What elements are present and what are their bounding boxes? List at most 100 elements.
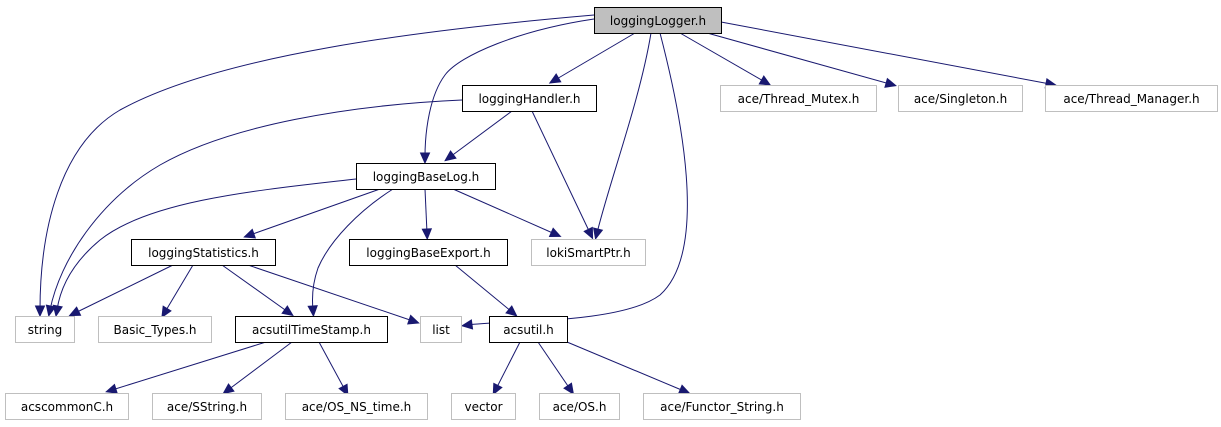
edge-line — [554, 32, 636, 81]
node-label: ace/OS_NS_time.h — [302, 400, 412, 414]
node-loggingBaseLog[interactable]: loggingBaseLog.h — [356, 163, 496, 190]
node-acscommonC: acscommonC.h — [5, 393, 129, 420]
arrowhead-icon — [419, 152, 431, 165]
node-label: ace/SString.h — [167, 400, 247, 414]
node-singleton: ace/Singleton.h — [898, 85, 1023, 112]
edge-line — [531, 110, 591, 234]
edge-loggingHandler-to-lokiSmartPtr — [531, 110, 594, 240]
edge-loggingBaseLog-to-acsutilTimeStamp — [307, 188, 394, 318]
node-box[interactable] — [235, 316, 388, 343]
arrowhead-icon — [421, 228, 433, 241]
node-threadManager: ace/Thread_Manager.h — [1045, 85, 1218, 112]
edge-loggingLogger-to-singleton — [699, 30, 897, 88]
node-label: list — [432, 323, 450, 337]
node-label: ace/Singleton.h — [914, 92, 1007, 106]
edge-line — [596, 32, 652, 234]
node-lokiSmartPtr: lokiSmartPtr.h — [531, 239, 646, 266]
node-label: ace/Functor_String.h — [660, 400, 784, 414]
edge-loggingLogger-to-string — [34, 14, 595, 318]
node-box — [451, 393, 516, 420]
edge-line — [699, 30, 891, 85]
arrowhead-icon — [444, 150, 457, 162]
arrowhead-icon — [460, 319, 474, 330]
node-vector: vector — [451, 393, 516, 420]
edge-loggingHandler-to-loggingBaseLog — [444, 110, 513, 162]
node-loggingBaseExport[interactable]: loggingBaseExport.h — [349, 239, 508, 266]
arrowhead-icon — [492, 382, 503, 396]
arrowhead-icon — [592, 227, 604, 241]
arrowhead-icon — [307, 305, 318, 318]
edge-loggingLogger-to-loggingBaseLog — [419, 18, 595, 165]
arrowhead-icon — [34, 305, 46, 318]
node-label: acscommonC.h — [21, 400, 113, 414]
arrowhead-icon — [281, 305, 294, 317]
arrowhead-icon — [68, 306, 82, 317]
node-loggingLogger[interactable]: loggingLogger.h — [594, 7, 722, 34]
node-box — [898, 85, 1023, 112]
edge-line — [227, 341, 293, 391]
arrowhead-icon — [505, 305, 518, 317]
node-threadMutex: ace/Thread_Mutex.h — [720, 85, 877, 112]
node-list: list — [420, 316, 462, 343]
edge-line — [720, 21, 1051, 85]
edge-loggingLogger-to-lokiSmartPtr — [592, 32, 652, 241]
edge-line — [454, 264, 513, 313]
edge-line — [39, 14, 595, 311]
edge-line — [49, 99, 463, 311]
edge-acsutil-to-vector — [492, 341, 521, 396]
node-box[interactable] — [349, 239, 508, 266]
arrowhead-icon — [548, 73, 562, 84]
arrowhead-icon — [884, 77, 897, 88]
edge-line — [164, 264, 194, 313]
node-box — [539, 393, 620, 420]
node-aceOS: ace/OS.h — [539, 393, 620, 420]
edge-line — [495, 341, 521, 390]
node-loggingHandler[interactable]: loggingHandler.h — [462, 85, 597, 112]
edge-line — [74, 264, 174, 314]
node-box[interactable] — [462, 85, 597, 112]
nodes-layer: loggingLogger.h loggingHandler.h ace/Threa… — [5, 7, 1218, 420]
node-acsutilTimeStamp[interactable]: acsutilTimeStamp.h — [235, 316, 388, 343]
node-box[interactable] — [489, 316, 568, 343]
edge-loggingBaseLog-to-string — [52, 178, 357, 318]
node-label: ace/Thread_Manager.h — [1063, 92, 1199, 106]
arrowhead-icon — [548, 227, 562, 238]
edges-layer — [34, 14, 1058, 397]
edge-loggingBaseLog-to-lokiSmartPtr — [452, 188, 562, 238]
edge-loggingStatistics-to-basicTypes — [161, 264, 194, 319]
edge-loggingStatistics-to-list — [247, 264, 420, 325]
arrowhead-icon — [222, 383, 235, 395]
node-label: loggingBaseExport.h — [366, 246, 490, 260]
node-osNsTime: ace/OS_NS_time.h — [285, 393, 428, 420]
edge-line — [424, 188, 428, 234]
arrowhead-icon — [105, 383, 118, 394]
node-label: string — [28, 323, 62, 337]
node-label: ace/Thread_Mutex.h — [738, 92, 860, 106]
edge-line — [537, 341, 571, 390]
node-box — [1045, 85, 1218, 112]
edge-loggingHandler-to-string — [45, 99, 463, 318]
node-box — [531, 239, 646, 266]
node-box — [720, 85, 877, 112]
edge-line — [449, 110, 513, 158]
edge-loggingBaseExport-to-acsutil — [454, 264, 518, 317]
arrowhead-icon — [161, 305, 172, 319]
edge-line — [679, 32, 766, 83]
node-box — [643, 393, 801, 420]
arrowhead-icon — [758, 75, 772, 86]
node-loggingStatistics[interactable]: loggingStatistics.h — [131, 239, 276, 266]
edge-line — [221, 264, 289, 313]
edge-line — [424, 18, 595, 158]
node-box[interactable] — [131, 239, 276, 266]
edge-loggingBaseLog-to-loggingBaseExport — [421, 188, 433, 241]
arrowhead-icon — [243, 228, 257, 239]
node-box[interactable] — [356, 163, 496, 190]
node-acsutil[interactable]: acsutil.h — [489, 316, 568, 343]
node-box — [152, 393, 262, 420]
node-basicTypes: Basic_Types.h — [98, 316, 212, 343]
edge-line — [312, 188, 394, 311]
node-box[interactable] — [594, 7, 722, 34]
edge-line — [467, 32, 688, 326]
edge-loggingStatistics-to-acsutilTimeStamp — [221, 264, 294, 317]
